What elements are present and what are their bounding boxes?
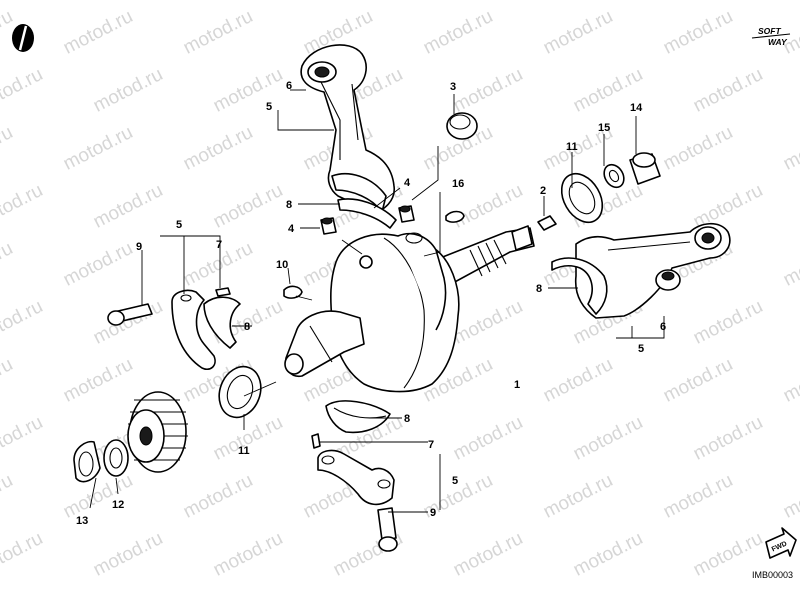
callout-9-lower: 9 bbox=[430, 507, 436, 519]
callout-8-upper: 8 bbox=[286, 199, 292, 211]
image-code: IMB00003 bbox=[752, 570, 793, 580]
nut-part-14 bbox=[629, 152, 661, 185]
bolt-part-9-left bbox=[107, 303, 153, 326]
callout-14: 14 bbox=[630, 102, 643, 114]
fwd-arrow-icon: FWD bbox=[765, 527, 797, 559]
crankshaft bbox=[284, 225, 535, 393]
bush-part-3 bbox=[446, 112, 478, 140]
connecting-rod-right bbox=[551, 222, 731, 319]
callout-13: 13 bbox=[76, 515, 88, 527]
bearing-cap-part-5-left bbox=[171, 289, 216, 371]
callout-6-right: 6 bbox=[660, 321, 666, 333]
bush-part-6-right bbox=[655, 269, 681, 291]
callout-11-left: 11 bbox=[238, 445, 250, 457]
callout-7-lower: 7 bbox=[428, 439, 434, 451]
drive-gear bbox=[127, 391, 188, 473]
callout-5-right: 5 bbox=[638, 343, 644, 355]
callout-labels: 6 5 3 4 8 4 16 2 11 15 14 8 6 5 10 9 5 7… bbox=[76, 80, 666, 527]
callout-6-upper: 6 bbox=[286, 80, 292, 92]
bearing-shell-upper bbox=[337, 198, 397, 229]
ring-part-15 bbox=[603, 163, 625, 189]
callout-15: 15 bbox=[598, 122, 610, 134]
softway-brand-logo: SOFT WAY bbox=[751, 26, 791, 47]
callout-5-upper: 5 bbox=[266, 101, 272, 113]
callout-3: 3 bbox=[450, 81, 456, 93]
brand-line2: WAY bbox=[768, 37, 788, 47]
callout-4-left: 4 bbox=[288, 223, 295, 235]
washer-part-12 bbox=[103, 439, 129, 477]
callout-8-right: 8 bbox=[536, 283, 542, 295]
callout-8-left: 8 bbox=[244, 321, 250, 333]
part-10 bbox=[283, 285, 303, 299]
callout-12: 12 bbox=[112, 499, 124, 511]
callout-8-lower: 8 bbox=[404, 413, 410, 425]
bearing-cap-part-5-lower bbox=[317, 449, 395, 506]
callout-11-right: 11 bbox=[566, 141, 578, 153]
callout-9-left: 9 bbox=[136, 241, 142, 253]
dowel-part-7-lower bbox=[311, 433, 321, 449]
callout-5-lower: 5 bbox=[452, 475, 458, 487]
washer-part-11-right bbox=[560, 172, 604, 224]
leader-lines bbox=[89, 89, 665, 513]
bearing-shell-part-8-left bbox=[203, 296, 241, 349]
callout-4-upper: 4 bbox=[404, 177, 411, 189]
pin-part-2 bbox=[537, 215, 557, 231]
callout-2: 2 bbox=[540, 185, 546, 197]
nut-part-13 bbox=[73, 440, 101, 483]
connecting-rod-upper bbox=[300, 44, 395, 213]
bolt-part-4-right bbox=[398, 205, 415, 223]
callout-10: 10 bbox=[276, 259, 288, 271]
brand-line1: SOFT bbox=[758, 26, 781, 36]
key-part-16 bbox=[445, 210, 465, 223]
callout-16: 16 bbox=[452, 178, 464, 190]
callout-1: 1 bbox=[514, 379, 520, 391]
dowel-part-7-left bbox=[215, 287, 231, 297]
washer-part-11-left bbox=[218, 365, 262, 419]
circle-slash-logo-icon bbox=[12, 24, 34, 52]
callout-5-left: 5 bbox=[176, 219, 182, 231]
callout-7-left: 7 bbox=[216, 239, 222, 251]
bolt-part-4-left bbox=[320, 217, 337, 235]
bolt-part-9-lower bbox=[377, 507, 398, 552]
